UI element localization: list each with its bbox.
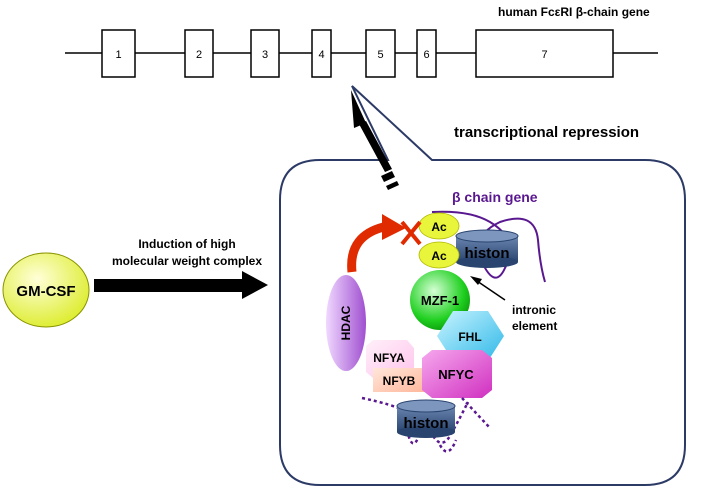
nfyb-label: NFYB xyxy=(383,374,416,388)
gene-title: human FcεRI β-chain gene xyxy=(498,5,650,19)
deacetylation-arrow xyxy=(347,214,406,273)
exon-6-label: 6 xyxy=(423,49,429,61)
hdac-label: HDAC xyxy=(339,305,353,340)
exon-4-label: 4 xyxy=(318,49,324,61)
acetyl-upper-label: Ac xyxy=(431,220,447,234)
repression-label: transcriptional repression xyxy=(454,124,639,141)
fhl-label: FHL xyxy=(458,330,481,344)
hdac-node: HDAC xyxy=(326,275,366,371)
gm-csf-label: GM-CSF xyxy=(16,283,75,300)
nfyb-node: NFYB xyxy=(373,368,425,392)
acetyl-lower-label: Ac xyxy=(431,249,447,263)
exon-6: 6 xyxy=(416,29,437,78)
nfya-label: NFYA xyxy=(373,351,405,365)
induction-label-line1: Induction of high xyxy=(138,237,235,251)
intronic-label-line2: element xyxy=(512,319,557,333)
exon-5: 5 xyxy=(365,29,396,78)
repression-arrow xyxy=(351,90,399,190)
induction-arrow xyxy=(94,271,268,299)
exon-2-label: 2 xyxy=(196,49,202,61)
nfyc-label: NFYC xyxy=(438,367,474,382)
intronic-label-line1: intronic xyxy=(512,303,556,317)
beta-chain-label: β chain gene xyxy=(452,189,538,205)
intronic-element-pointer xyxy=(470,276,506,301)
exon-3: 3 xyxy=(250,29,280,78)
nfyc-node: NFYC xyxy=(422,350,492,398)
exon-1: 1 xyxy=(101,29,136,78)
acetyl-group-upper: Ac xyxy=(418,212,460,240)
dna-strand-lower xyxy=(361,396,491,453)
histone-lower: histon xyxy=(396,399,456,438)
exon-5-label: 5 xyxy=(377,49,383,61)
histone-lower-label: histon xyxy=(404,415,449,432)
exon-1-label: 1 xyxy=(115,49,121,61)
blocked-x-icon xyxy=(400,220,422,246)
exon-4: 4 xyxy=(311,29,332,78)
exon-7: 7 xyxy=(475,29,614,78)
exon-7-label: 7 xyxy=(541,49,547,61)
histone-upper: histon xyxy=(455,229,519,268)
exon-3-label: 3 xyxy=(262,49,268,61)
mzf1-label: MZF-1 xyxy=(421,293,459,308)
histone-upper-label: histon xyxy=(465,245,510,262)
exon-2: 2 xyxy=(184,29,214,78)
gm-csf-node: GM-CSF xyxy=(2,252,90,328)
acetyl-group-lower: Ac xyxy=(418,241,460,269)
fhl-node: FHL xyxy=(437,311,504,361)
induction-label-line2: molecular weight complex xyxy=(112,254,262,268)
